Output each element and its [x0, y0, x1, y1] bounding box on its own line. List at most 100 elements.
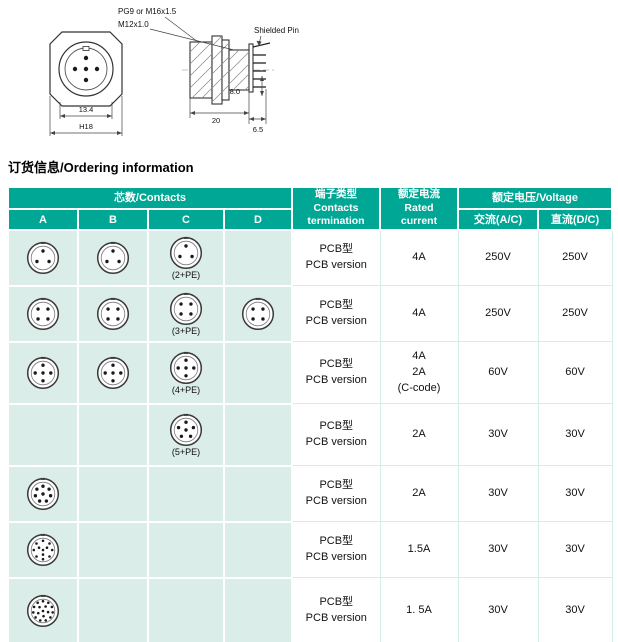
front-dimensions: [49, 96, 123, 136]
connector-icon-b: [96, 241, 130, 275]
contacts-a-cell: [7, 284, 79, 343]
connector-icon-b: [96, 418, 130, 452]
contacts-d-cell: [223, 402, 293, 467]
connector-icon-c: [169, 236, 203, 270]
connector-icon-d: [241, 418, 275, 452]
termination-cell: PCB型 PCB version: [291, 403, 381, 467]
column-header-a: A: [7, 208, 79, 231]
connector-icon-c: [169, 292, 203, 326]
termination-cell: PCB型 PCB version: [291, 577, 381, 642]
connector-icon-d: [241, 297, 275, 331]
header-row-2: A B C D 交流(A/C) 直流(D/C): [7, 208, 614, 231]
section-hatching: [189, 35, 250, 103]
rated-current-header: 额定电流 Rated current: [379, 186, 459, 231]
contacts-c-cell: [147, 464, 225, 523]
dim-13-4: 13.4: [79, 105, 94, 114]
connector-icon-c: [169, 413, 203, 447]
contacts-a-cell: [7, 520, 79, 579]
column-header-c: C: [147, 208, 225, 231]
rear-pins: [252, 42, 271, 88]
connector-icon-a: [26, 418, 60, 452]
dim-h18: H18: [79, 122, 93, 131]
current-cell: 4A: [379, 285, 459, 343]
dc-voltage-cell: 30V: [537, 465, 613, 523]
shielded-pin-label: Shielded Pin: [254, 26, 299, 35]
termination-cell: PCB型 PCB version: [291, 341, 381, 405]
technical-drawing: 13.4 H18: [49, 7, 299, 136]
contacts-d-cell: [223, 284, 293, 343]
ordering-table: 芯数/Contacts 端子类型 Contacts termination 额定…: [7, 185, 614, 642]
table-row: (3+PE) PCB型 PCB version 4A 250V 250V: [7, 284, 613, 343]
contacts-c-label: (2+PE): [171, 269, 201, 280]
current-cell: 1.5A: [379, 521, 459, 579]
ac-voltage-cell: 250V: [457, 285, 539, 343]
contacts-b-cell: [77, 464, 149, 523]
contacts-a-cell: [7, 464, 79, 523]
termination-header: 端子类型 Contacts termination: [291, 186, 381, 231]
dc-voltage-cell: 30V: [537, 577, 613, 642]
current-cell: 2A: [379, 465, 459, 523]
contacts-c-label: (4+PE): [171, 384, 201, 395]
contacts-c-cell: (5+PE): [147, 402, 225, 467]
termination-cell: PCB型 PCB version: [291, 465, 381, 523]
dim-20: 20: [212, 116, 220, 125]
dc-voltage-cell: 30V: [537, 403, 613, 467]
termination-cell: PCB型 PCB version: [291, 229, 381, 287]
contacts-a-cell: [7, 576, 79, 642]
dc-voltage-cell: 30V: [537, 521, 613, 579]
contacts-c-cell: (3+PE): [147, 284, 225, 343]
table-row: (5+PE) PCB型 PCB version 2A 30V 30V: [7, 402, 613, 467]
ac-voltage-cell: 30V: [457, 465, 539, 523]
voltage-group-header: 额定电压/Voltage: [456, 185, 614, 211]
side-view: [182, 35, 274, 105]
contacts-d-cell: [223, 464, 293, 523]
contacts-a-cell: [7, 402, 79, 467]
table-row: (2+PE) PCB型 PCB version 4A 250V 250V: [7, 228, 613, 287]
contacts-c-label: (5+PE): [171, 446, 201, 457]
connector-icon-b: [96, 477, 130, 511]
contacts-b-cell: [77, 340, 149, 405]
connector-icon-a: [26, 533, 60, 567]
dim-6-5: 6.5: [253, 125, 263, 134]
connector-icon-b: [96, 356, 130, 390]
dc-voltage-cell: 250V: [537, 285, 613, 343]
connector-icon-a: [26, 594, 60, 628]
ac-voltage-cell: 60V: [457, 341, 539, 405]
connector-icon-b: [96, 594, 130, 628]
contacts-group-header: 芯数/Contacts: [7, 185, 293, 211]
connector-icon-d: [241, 356, 275, 390]
connector-icon-d: [241, 477, 275, 511]
leader-lines: [149, 16, 262, 51]
contacts-d-cell: [223, 576, 293, 642]
contacts-c-cell: (4+PE): [147, 340, 225, 405]
side-dimensions: [189, 76, 267, 124]
connector-icon-c: [169, 532, 203, 566]
thread-label-m12: M12x1.0: [118, 20, 149, 29]
connector-icon-a: [26, 356, 60, 390]
ac-voltage-cell: 30V: [457, 577, 539, 642]
connector-icon-a: [26, 241, 60, 275]
connector-icon-d: [241, 594, 275, 628]
contacts-c-cell: [147, 520, 225, 579]
current-cell: 4A: [379, 229, 459, 287]
table-row: PCB型 PCB version 1. 5A 30V 30V: [7, 576, 613, 642]
ac-voltage-header: 交流(A/C): [457, 208, 539, 231]
column-header-b: B: [77, 208, 149, 231]
contacts-c-cell: (2+PE): [147, 228, 225, 287]
contacts-d-cell: [223, 340, 293, 405]
front-view-pins: [72, 55, 100, 83]
table-row: PCB型 PCB version 1.5A 30V 30V: [7, 520, 613, 579]
dc-voltage-cell: 60V: [537, 341, 613, 405]
connector-icon-a: [26, 297, 60, 331]
section-title: 订货信息/Ordering information: [8, 160, 194, 175]
thread-label-pg9: PG9 or M16x1.5: [118, 7, 177, 16]
contacts-c-cell: [147, 576, 225, 642]
connector-icon-d: [241, 241, 275, 275]
contacts-b-cell: [77, 284, 149, 343]
connector-icon-b: [96, 533, 130, 567]
table-row: PCB型 PCB version 2A 30V 30V: [7, 464, 613, 523]
contacts-b-cell: [77, 228, 149, 287]
connector-icon-d: [241, 533, 275, 567]
ac-voltage-cell: 30V: [457, 521, 539, 579]
